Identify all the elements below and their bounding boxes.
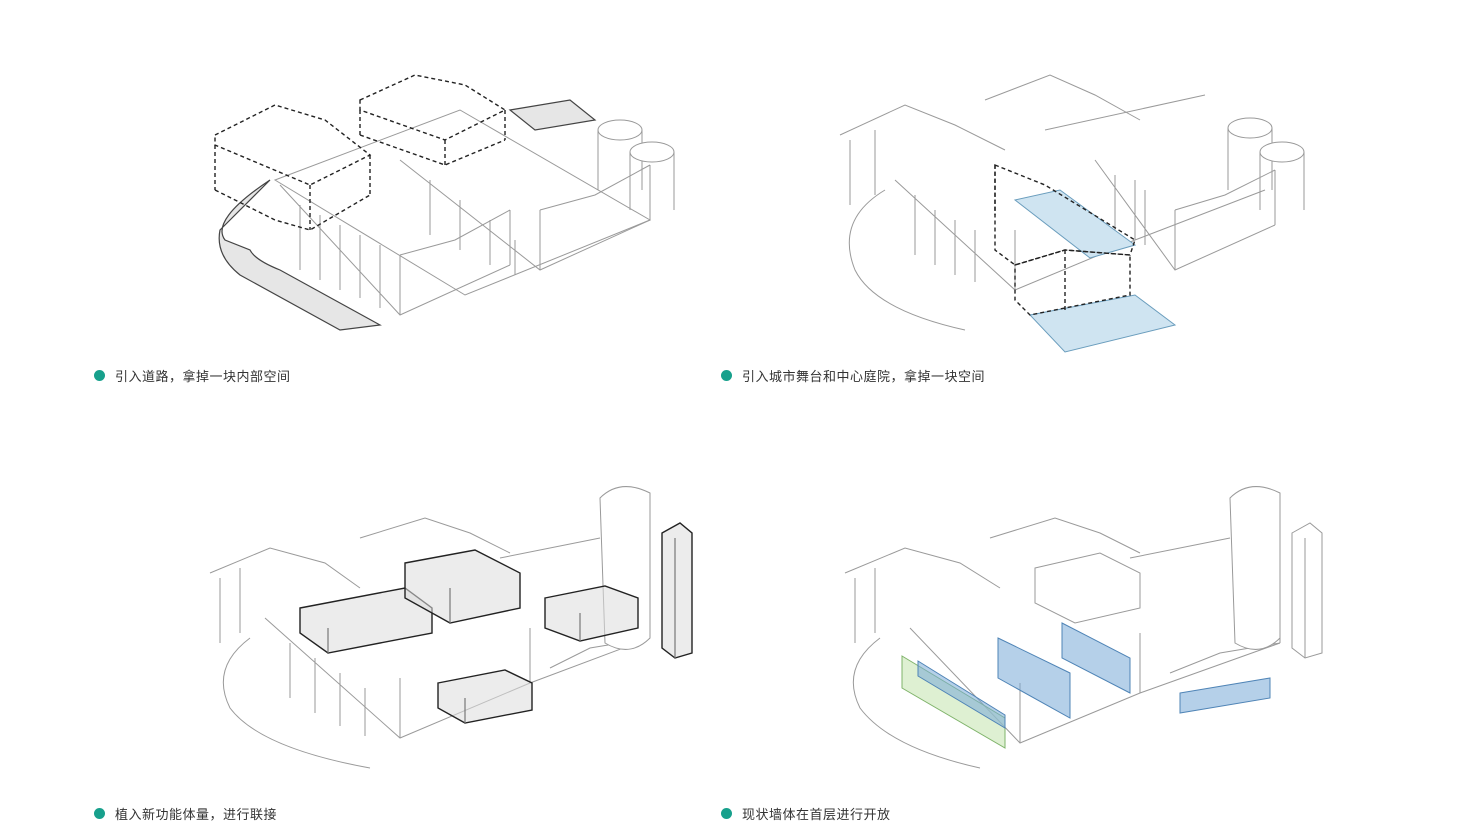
diagram-panel-2 xyxy=(835,70,1315,355)
diagram-panel-1 xyxy=(200,70,680,350)
caption-text: 引入城市舞台和中心庭院，拿掉一块空间 xyxy=(742,366,985,385)
caption-text: 现状墙体在首层进行开放 xyxy=(742,804,891,823)
bullet-dot xyxy=(94,808,105,819)
bullet-dot xyxy=(721,808,732,819)
diagram-new-volumes xyxy=(210,478,700,768)
caption-1: 引入道路，拿掉一块内部空间 xyxy=(94,366,291,385)
caption-text: 引入道路，拿掉一块内部空间 xyxy=(115,366,291,385)
diagram-panel-3 xyxy=(210,478,700,768)
bullet-dot xyxy=(721,370,732,381)
caption-2: 引入城市舞台和中心庭院，拿掉一块空间 xyxy=(721,366,985,385)
bullet-dot xyxy=(94,370,105,381)
caption-3: 植入新功能体量，进行联接 xyxy=(94,804,277,823)
diagram-panel-4 xyxy=(840,478,1330,768)
caption-4: 现状墙体在首层进行开放 xyxy=(721,804,891,823)
caption-text: 植入新功能体量，进行联接 xyxy=(115,804,277,823)
diagram-stage-courtyard xyxy=(835,70,1315,355)
diagram-road-insertion xyxy=(200,70,680,350)
diagram-open-ground-floor xyxy=(840,478,1330,768)
